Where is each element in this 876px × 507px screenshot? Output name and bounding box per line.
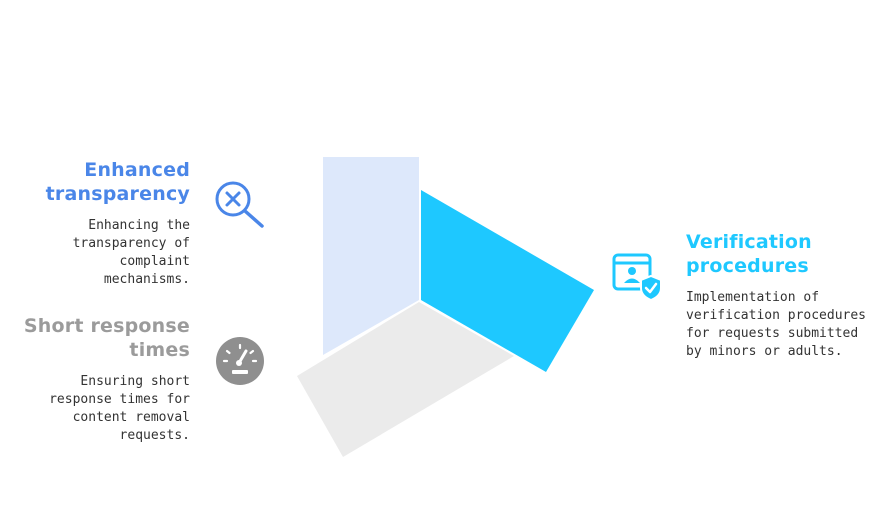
response-desc-line: response times for (49, 392, 190, 407)
response-title-line1: Short response (23, 315, 190, 337)
transparency-desc-line: transparency of (72, 236, 190, 251)
verification-desc-line: Implementation of (686, 290, 820, 305)
panel-response (297, 302, 514, 457)
verification-title: Verification procedures (686, 230, 866, 278)
speedometer-icon (216, 337, 264, 385)
verification-description: Implementation of verification procedure… (686, 289, 871, 361)
response-title-line2: times (129, 339, 190, 361)
panel-transparency (323, 157, 419, 355)
verification-desc-line: by minors or adults. (686, 344, 843, 359)
transparency-title: Enhanced transparency (20, 158, 190, 206)
response-title: Short response times (10, 314, 190, 362)
transparency-desc-line: Enhancing the (88, 218, 190, 233)
verification-desc-line: verification procedures (686, 308, 867, 323)
transparency-desc-line: mechanisms. (103, 272, 190, 287)
transparency-desc-line: complaint (119, 254, 190, 269)
verification-title-line1: Verification (686, 231, 812, 253)
response-desc-line: requests. (119, 428, 190, 443)
transparency-title-line1: Enhanced (84, 159, 190, 181)
response-description: Ensuring short response times for conten… (10, 373, 190, 445)
response-desc-line: Ensuring short (80, 374, 190, 389)
panel-verification (421, 190, 594, 372)
transparency-title-line2: transparency (45, 183, 190, 205)
verification-desc-line: for requests submitted (686, 326, 859, 341)
id-card-check-icon (612, 253, 662, 302)
magnifier-x-icon (215, 181, 264, 228)
verification-title-line2: procedures (686, 255, 809, 277)
response-desc-line: content removal (72, 410, 190, 425)
transparency-description: Enhancing the transparency of complaint … (20, 217, 190, 289)
